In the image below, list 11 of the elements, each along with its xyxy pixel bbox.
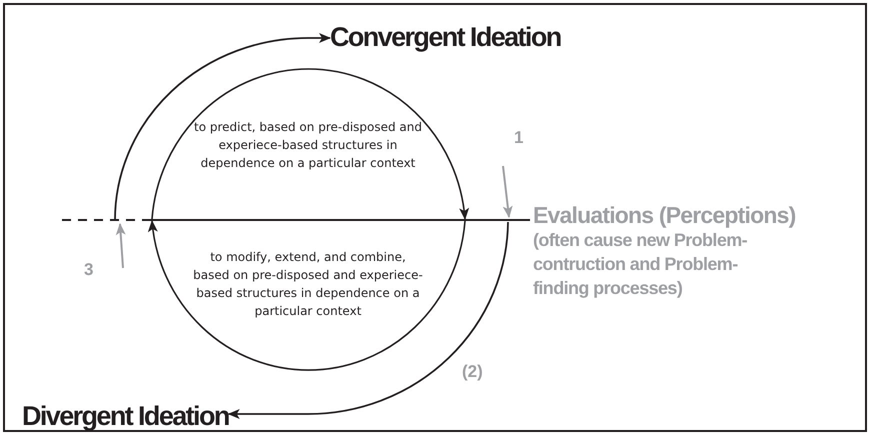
description-text: to predict, based on pre-disposed and experiece-based structures in dependence on a particular context — [192, 119, 424, 172]
heading-text: Convergent Ideation — [330, 22, 561, 52]
description-text: to modify, extend, and combine, based on pre-disposed and experiece-based structures in dependence on a particular context — [193, 249, 423, 320]
step-number: (2) — [462, 362, 483, 382]
heading-text: Evaluations (Perceptions) — [533, 202, 796, 228]
curved-arrow — [228, 222, 509, 419]
curved-arrow — [114, 33, 331, 220]
step-number: 3 — [84, 260, 94, 280]
body-text: (often cause new Problem-contruction and Problem-finding processes) — [533, 229, 748, 300]
step-number: 1 — [514, 128, 524, 148]
heading-text: Divergent Ideation — [22, 401, 229, 431]
